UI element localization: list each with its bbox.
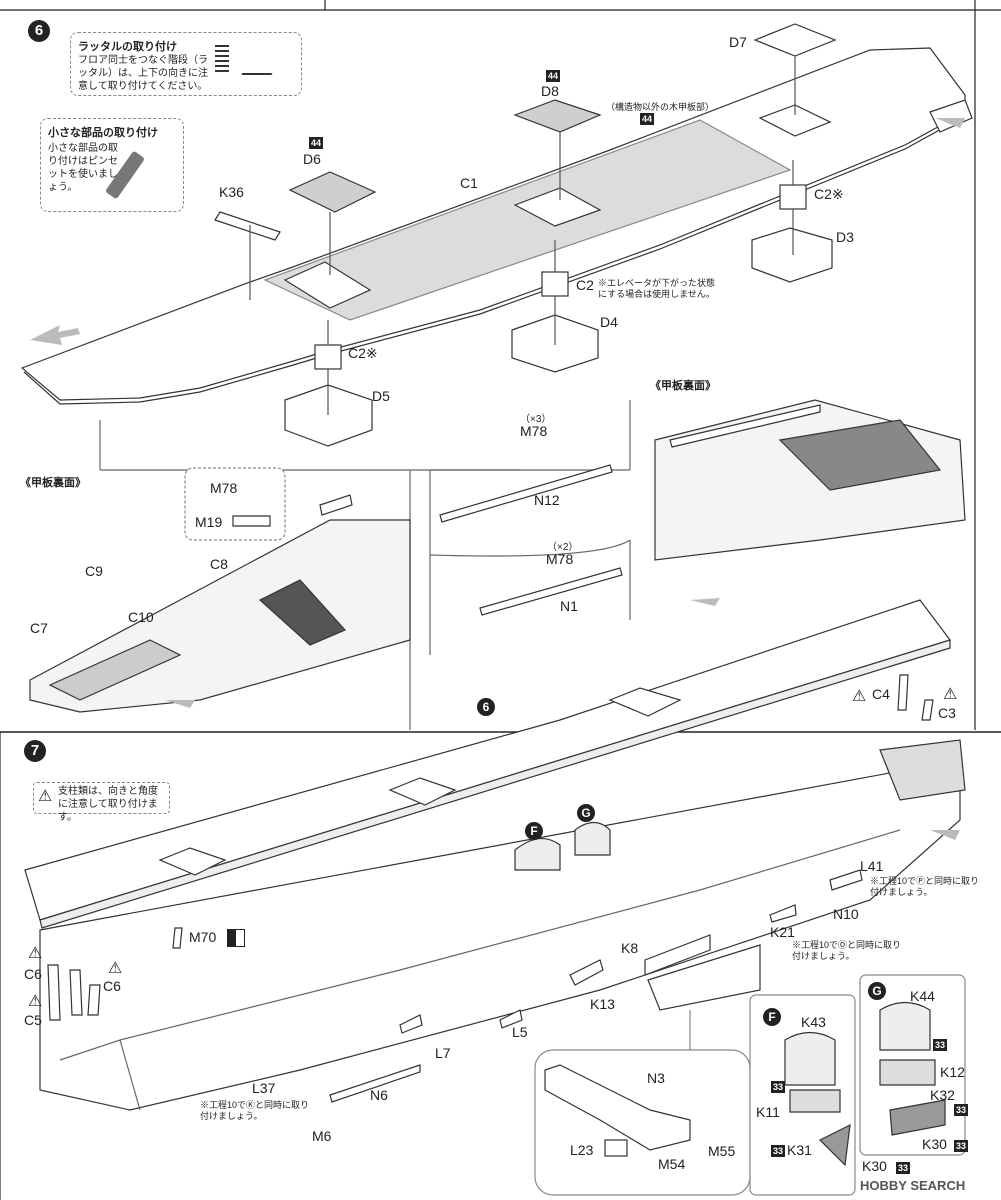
part-M78-c: M78 [210,480,238,496]
part-L5: L5 [512,1024,528,1040]
part-L37: L37 [252,1080,276,1096]
part-K31: K31 [787,1142,812,1158]
caution-box [33,782,170,814]
step-6-ref: 6 [477,698,495,716]
part-C10: C10 [128,609,154,625]
part-D6: D6 [303,151,321,167]
ladder-tip-title: ラッタルの取り付け [78,41,177,53]
part-N3: N3 [647,1070,665,1086]
part-N12: N12 [534,492,560,508]
part-N6: N6 [370,1087,388,1103]
watermark: HOBBY SEARCH [860,1178,966,1193]
part-K8: K8 [621,940,639,956]
ladder-icon [215,45,229,75]
part-M55: M55 [708,1143,736,1159]
ship-hull [24,599,966,1111]
part-D8: D8 [541,83,559,99]
part-K43: K43 [801,1014,826,1030]
sub-box-F-letter: F [763,1008,781,1026]
part-C1: C1 [460,175,478,191]
deck-underside-label-right: 《甲板裏面》 [650,380,716,392]
part-C2-a: C2※ [814,186,844,202]
badge-F-1: 33 [771,1081,786,1093]
wood-deck-note: （構造物以外の木甲板部） [606,102,715,112]
part-C2-b: C2 [576,277,594,293]
warning-icon-c6a: ⚠ [28,943,43,962]
part-K12: K12 [940,1064,965,1080]
part-D3: D3 [836,229,854,245]
note-m6: ※工程10でⓀと同時に取り付けましょう。 [200,1100,310,1121]
small-parts-tip-text: 小さな部品の取り付けはピンセットを使いましょう。 [48,143,118,193]
sub-assembly-F-marker: F [525,822,543,840]
step-6-marker: 6 [28,20,50,42]
step-7-marker: 7 [24,740,46,762]
warning-icon-c3: ⚠ [943,684,958,703]
part-K11: K11 [756,1104,780,1120]
part-M19: M19 [195,514,223,530]
warning-icon: ⚠ [38,786,53,805]
part-M6: M6 [312,1128,332,1144]
part-L41: L41 [860,858,884,874]
badge-D8: 44 [546,70,561,82]
badge-D6: 44 [309,137,324,149]
note-k21: ※工程10でⓄと同時に取り付けましょう。 [792,940,902,961]
part-K30-b: K30 [862,1158,887,1174]
part-K21: K21 [770,924,795,940]
M78-qty-2: （×2） [547,542,579,553]
part-C4: C4 [872,686,890,702]
part-K13: K13 [590,996,615,1012]
badge-G-3: 33 [954,1140,969,1152]
part-D4: D4 [600,314,618,330]
deck-underside-label-left: 《甲板裏面》 [20,477,86,489]
part-C9: C9 [85,563,103,579]
part-K30-a: K30 [922,1136,947,1152]
badge-G-1: 33 [933,1039,948,1051]
part-M70: M70 [189,929,217,945]
part-C6-a: C6 [24,966,42,982]
sub-box-G-letter: G [868,982,886,1000]
part-D7: D7 [729,34,747,50]
part-K36: K36 [219,184,244,200]
badge-G-4: 33 [896,1162,911,1174]
part-M78-a: M78 [520,423,548,439]
part-C7: C7 [30,620,48,636]
note-l41: ※工程10でⓅと同時に取り付けましょう。 [870,876,980,897]
sub-assembly-G-marker: G [577,804,595,822]
badge-G-2: 33 [954,1104,969,1116]
part-C5: C5 [24,1012,42,1028]
part-C6-b: C6 [103,978,121,994]
part-C3: C3 [938,705,956,721]
part-L7: L7 [435,1045,451,1061]
deck-underside-right [654,399,966,606]
badge-F-2: 33 [771,1145,786,1157]
part-K32: K32 [930,1087,955,1103]
small-parts-tip-title: 小さな部品の取り付け [48,127,158,139]
ladder-tip-box [70,32,302,96]
part-C2-c: C2※ [348,345,378,361]
part-M78-b: M78 [546,551,574,567]
part-L23: L23 [570,1142,594,1158]
caution-text: 支柱類は、向きと角度に注意して取り付けます。 [58,786,158,823]
elevator-note: ※エレベータが下がった状態にする場合は使用しません。 [598,278,716,299]
part-N1: N1 [560,598,578,614]
part-D5: D5 [372,388,390,404]
warning-icon-c5: ⚠ [28,991,43,1010]
part-N10: N10 [833,906,859,922]
M78-qty-3: （×3） [520,414,552,425]
paint-color-icon [227,929,245,947]
ladder-tip-text: フロア同士をつなぐ階段（ラッタル）は、上下の向きに注意して取り付けてください。 [78,55,208,92]
part-C8: C8 [210,556,228,572]
warning-icon-c4: ⚠ [852,686,867,705]
deck-underside-left [29,519,411,713]
warning-icon-c6b: ⚠ [108,958,123,977]
part-K44: K44 [910,988,935,1004]
flight-deck-main [20,47,973,405]
badge-wood-deck: 44 [640,113,655,125]
part-M54: M54 [658,1156,686,1172]
